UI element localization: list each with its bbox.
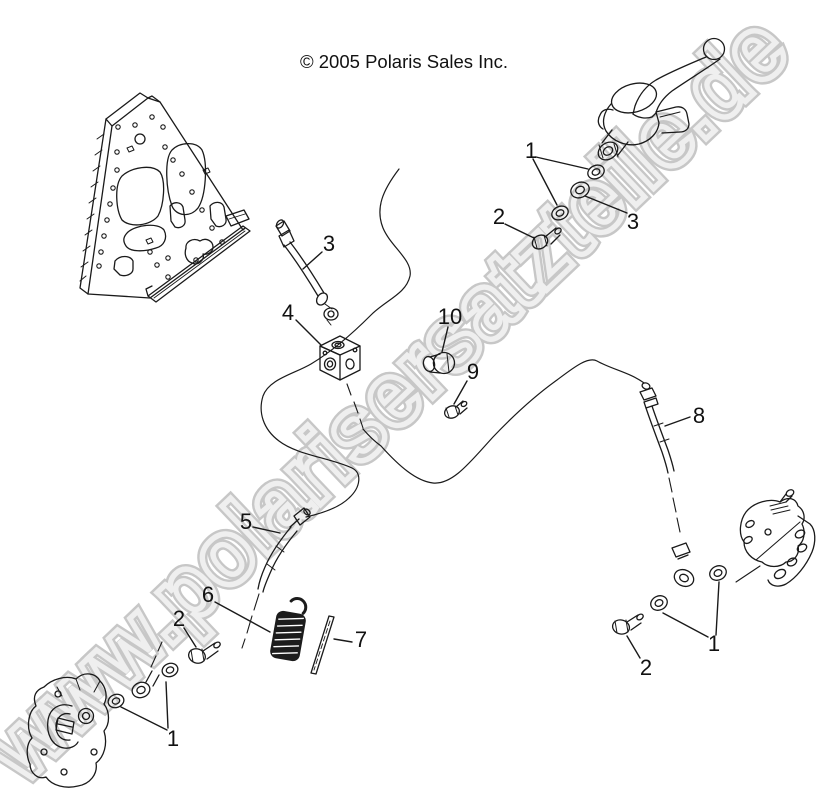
- reservoir: [610, 82, 658, 114]
- banjo-bolt: [611, 613, 644, 635]
- callout-5-lower-hose: 5: [240, 509, 252, 534]
- leader-lines: [120, 156, 720, 731]
- callout-8-right-hose: 8: [693, 403, 705, 428]
- spring-guard: [270, 597, 308, 662]
- washer: [161, 662, 179, 678]
- callout-1-right-washers: 1: [708, 631, 720, 656]
- callout-9-bolt: 9: [467, 359, 479, 384]
- plug-cap: [422, 351, 456, 375]
- callout-7-rod: 7: [355, 627, 367, 652]
- banjo-bolt: [188, 641, 221, 664]
- right-brake-hose: [639, 382, 695, 588]
- copyright-text: © 2005 Polaris Sales Inc.: [300, 51, 508, 72]
- frame-bulkhead: [79, 92, 251, 303]
- upper-brake-hose: [275, 219, 339, 326]
- master-cylinder: [597, 37, 726, 161]
- washer: [107, 693, 125, 709]
- brake-lever: [632, 56, 707, 115]
- callout-labels: 1 2 3 3 4 10 9 8 5 6 7 2 1 1 2: [167, 138, 720, 751]
- left-caliper: [26, 673, 110, 788]
- callout-2-master-cylinder: 2: [493, 204, 505, 229]
- callout-3-master-cylinder: 3: [627, 209, 639, 234]
- callout-2-right-bolt: 2: [640, 655, 652, 680]
- line-art: © 2005 Polaris Sales Inc.: [26, 37, 816, 788]
- right-fasteners: [611, 565, 727, 635]
- washer: [551, 205, 569, 221]
- banjo-bolt: [531, 227, 562, 250]
- callout-10-plug: 10: [438, 304, 462, 329]
- brake-line-right: [362, 359, 645, 484]
- junction-block: [319, 335, 364, 429]
- left-fasteners: [107, 641, 221, 709]
- brake-line-left: [260, 168, 411, 518]
- lower-brake-hose: [241, 507, 311, 649]
- washer: [587, 164, 605, 180]
- callout-1-left-washers: 1: [167, 726, 179, 751]
- small-bolt: [444, 400, 468, 419]
- callout-1-master-cylinder: 1: [525, 138, 537, 163]
- banjo-eyelet: [131, 641, 163, 699]
- callout-2-left-bolt: 2: [173, 606, 185, 631]
- callout-3-upper-hose: 3: [323, 231, 335, 256]
- washer: [650, 595, 668, 611]
- washer: [709, 565, 727, 581]
- mc-fasteners: [531, 164, 605, 250]
- brake-lever-knob: [702, 37, 726, 61]
- right-caliper: [735, 489, 816, 587]
- washer: [570, 181, 590, 199]
- callout-4-junction-block: 4: [282, 300, 294, 325]
- rod: [310, 615, 335, 675]
- callout-6-spring: 6: [202, 582, 214, 607]
